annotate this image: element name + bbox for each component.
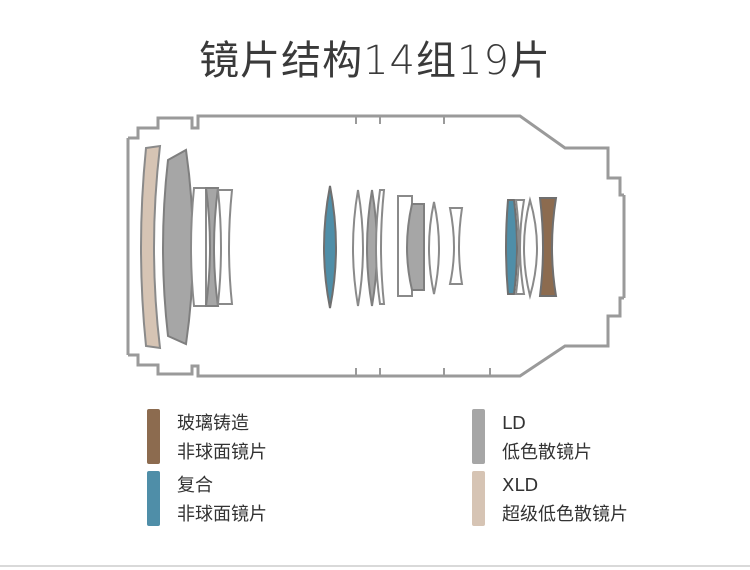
legend-label: XLD 超级低色散镜片 (502, 471, 628, 529)
legend-label: LD 低色散镜片 (502, 409, 592, 467)
lens-element-6-hybrid-aspherical (323, 185, 337, 309)
lens-element-5 (216, 189, 234, 305)
lens-element-7 (352, 189, 364, 307)
legend-label-line2: 非球面镜片 (177, 504, 267, 525)
barrel-tick-marks (355, 116, 491, 376)
legend-label-line2: 低色散镜片 (502, 442, 592, 463)
legend-label-line1: LD (502, 413, 526, 434)
legend-swatch (147, 409, 160, 464)
legend-label-line1: 复合 (177, 475, 213, 496)
bottom-divider (0, 565, 750, 567)
page-title: 镜片结构14组19片 (199, 38, 551, 84)
lens-element-12 (428, 201, 440, 295)
lens-element-15 (514, 199, 526, 295)
legend-swatch (472, 471, 485, 526)
legend-item-xld: XLD 超级低色散镜片 (472, 471, 628, 529)
lens-element-16 (523, 196, 538, 300)
legend-label-line1: XLD (502, 475, 539, 496)
lens-element-17-glass-molded-aspherical (538, 197, 558, 297)
lens-barrel-outline-bottom (128, 296, 624, 378)
legend-swatch (147, 471, 160, 526)
lens-element-3 (190, 187, 207, 307)
lens-barrel-outline-top (128, 114, 624, 197)
legend-label-line2: 非球面镜片 (177, 442, 267, 463)
lens-element-11-ld (406, 203, 425, 291)
legend-label: 玻璃铸造 非球面镜片 (177, 409, 267, 467)
legend-item-hybrid-aspherical: 复合 非球面镜片 (147, 471, 267, 529)
lens-element-2-ld (162, 148, 194, 346)
legend-label-line2: 超级低色散镜片 (502, 504, 628, 525)
legend-label-line1: 玻璃铸造 (177, 413, 249, 434)
lens-element-14-hybrid-aspherical (505, 199, 518, 295)
legend-item-glass-molded-aspherical: 玻璃铸造 非球面镜片 (147, 409, 267, 467)
lens-element-9 (375, 189, 386, 305)
lens-element-1-xld (140, 144, 162, 350)
legend-label: 复合 非球面镜片 (177, 471, 267, 529)
lens-element-13 (448, 207, 464, 285)
legend-swatch (472, 409, 485, 464)
lens-element-4-ld (204, 187, 220, 307)
legend-item-ld: LD 低色散镜片 (472, 409, 592, 467)
